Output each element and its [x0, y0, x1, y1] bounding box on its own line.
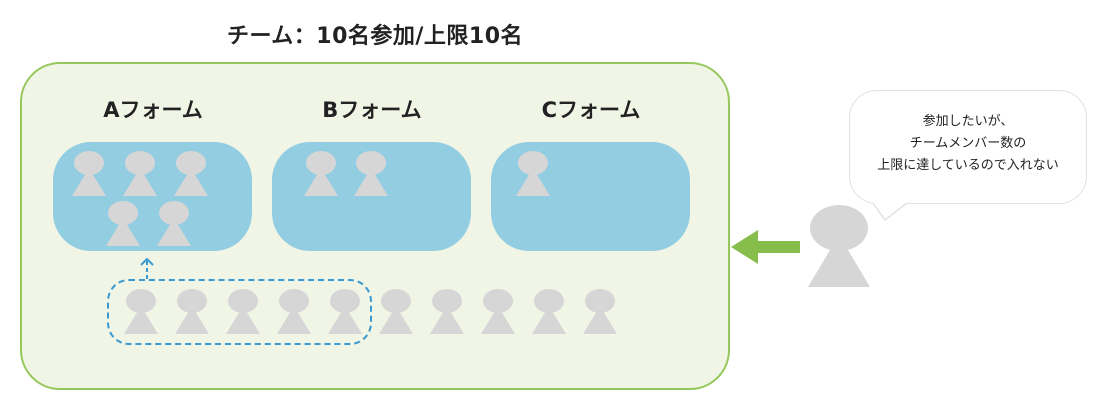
person-icon [531, 289, 567, 335]
person-icon [378, 289, 414, 335]
speech-bubble [849, 90, 1087, 204]
person-icon [353, 151, 389, 197]
arrow-up-dashed-icon [140, 257, 154, 279]
person-icon [156, 201, 192, 247]
person-icon [122, 151, 158, 197]
selected-group [107, 279, 372, 345]
person-icon [225, 289, 261, 335]
person-icon [173, 151, 209, 197]
person-icon [515, 151, 551, 197]
person-icon [480, 289, 516, 335]
person-icon [276, 289, 312, 335]
person-icon [174, 289, 210, 335]
visitor-person-icon [806, 205, 872, 287]
bubble-line: 参加したいが、 [922, 114, 1014, 129]
bubble-line: チームメンバー数の [909, 136, 1027, 151]
person-icon [327, 289, 363, 335]
person-icon [105, 201, 141, 247]
team-title: チーム：10名参加/上限10名 [226, 24, 524, 49]
person-icon [303, 151, 339, 197]
arrow-left-icon [731, 230, 800, 264]
person-icon [582, 289, 618, 335]
person-icon [429, 289, 465, 335]
form-c-label: Cフォーム [541, 98, 641, 122]
form-a-label: Aフォーム [103, 98, 203, 122]
person-icon [123, 289, 159, 335]
form-b-label: Bフォーム [322, 98, 422, 122]
bubble-line: 上限に達しているので入れない [877, 158, 1059, 173]
person-icon [71, 151, 107, 197]
speech-bubble-text: 参加したいが、 チームメンバー数の 上限に達しているので入れない [849, 111, 1087, 177]
